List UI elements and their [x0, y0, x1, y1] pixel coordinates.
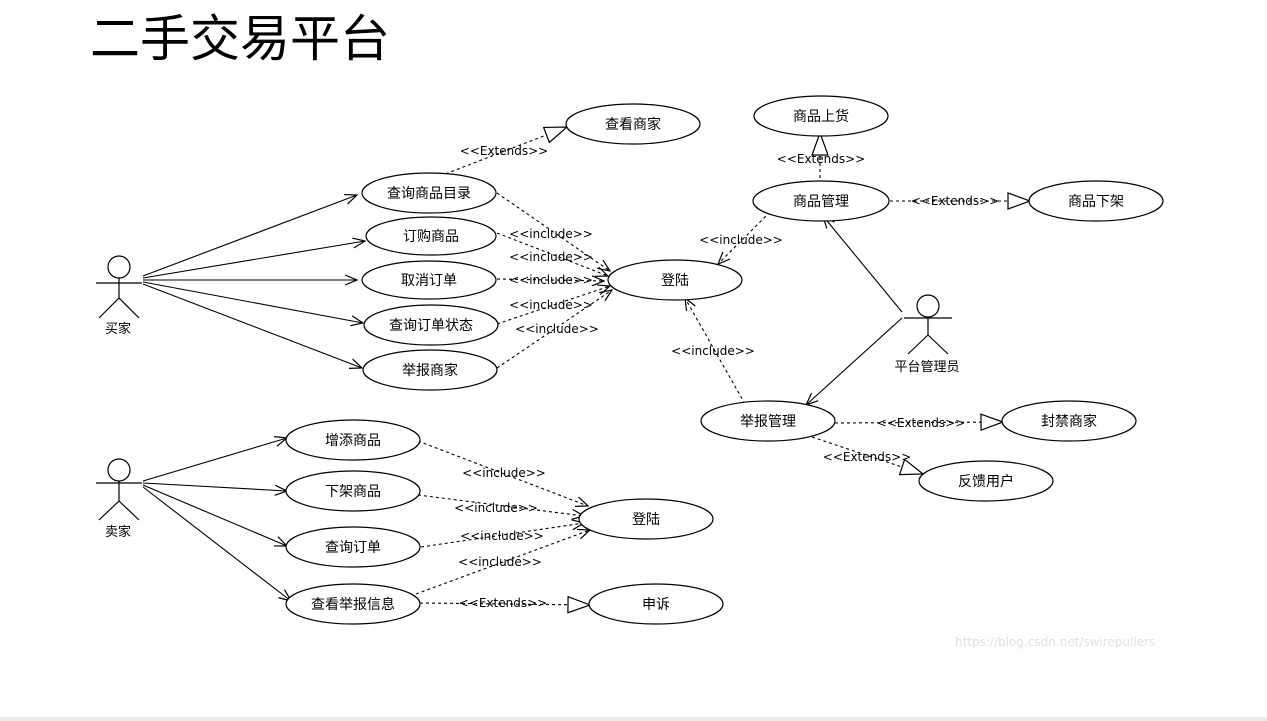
use-case-product-management-label: 商品管理 [793, 194, 849, 210]
use-case-cancel-order-label: 取消订单 [401, 273, 457, 289]
use-case-query-catalog-label: 查询商品目录 [387, 186, 471, 202]
include-label-order-status: <<include>> [509, 298, 593, 312]
use-case-product-delist [1028, 180, 1164, 222]
use-case-remove-goods [285, 470, 421, 512]
use-case-appeal [588, 583, 724, 625]
dependencies [415, 127, 1030, 605]
extends-label-ban-merchant: <<Extends>> [877, 416, 965, 430]
include-label-cancel-order: <<include>> [509, 273, 593, 287]
use-case-feedback-user-label: 反馈用户 [958, 473, 1014, 490]
actor-seller [96, 458, 142, 521]
use-case-labels: 查看商家 查询商品目录 订购商品 取消订单 查询订单状态 举报商家 登陆 商品上… [311, 108, 1124, 613]
use-case-add-goods [285, 419, 421, 461]
use-case-login-seller-label: 登陆 [632, 512, 660, 528]
use-case-report-merchant-label: 举报商家 [402, 362, 458, 379]
use-case-feedback-user [918, 460, 1054, 502]
extends-label-product-delist: <<Extends>> [911, 194, 999, 208]
page-title: 二手交易平台 [90, 10, 390, 68]
include-label-catalog: <<include>> [509, 227, 593, 241]
use-case-query-order-label: 查询订单 [325, 540, 381, 556]
use-case-view-merchant [565, 103, 701, 145]
include-label-remove-goods: <<include>> [454, 501, 538, 515]
use-case-report-merchant [362, 349, 498, 391]
use-case-report-management-label: 举报管理 [740, 414, 796, 430]
use-case-query-order [285, 526, 421, 568]
use-case-login-main-label: 登陆 [661, 273, 689, 289]
use-case-remove-goods-label: 下架商品 [325, 484, 381, 500]
use-case-query-catalog [361, 172, 497, 214]
use-case-query-order-status-label: 查询订单状态 [389, 318, 473, 334]
use-case-cancel-order [361, 260, 497, 300]
watermark: https://blog.csdn.net/swirepullers [955, 635, 1156, 649]
include-label-query-order: <<include>> [460, 529, 544, 543]
use-case-appeal-label: 申诉 [642, 597, 670, 613]
use-case-product-listing [753, 95, 889, 137]
actor-buyer [96, 255, 142, 319]
actor-admin [904, 294, 952, 355]
include-label-report-merchant: <<include>> [515, 322, 599, 336]
relation-labels: <<Extends>> <<Extends>> <<Extends>> <<Ex… [454, 144, 999, 610]
use-case-ban-merchant-label: 封禁商家 [1041, 413, 1097, 430]
use-cases [285, 95, 1164, 625]
associations [142, 195, 903, 601]
include-label-view-report-info: <<include>> [458, 555, 542, 569]
extends-label-view-merchant: <<Extends>> [460, 144, 548, 158]
use-case-ban-merchant [1001, 400, 1137, 442]
use-case-query-order-status [363, 304, 499, 346]
use-case-add-goods-label: 增添商品 [325, 433, 381, 449]
use-case-view-report-info-label: 查看举报信息 [311, 596, 395, 613]
actor-admin-label: 平台管理员 [894, 360, 959, 375]
include-label-report-management: <<include>> [671, 344, 755, 358]
use-case-order-goods-label: 订购商品 [403, 229, 459, 245]
use-case-login-main [607, 259, 743, 301]
include-label-product-management: <<include>> [699, 233, 783, 247]
actor-buyer-label: 买家 [105, 321, 131, 337]
include-label-order-goods: <<include>> [509, 250, 593, 264]
use-case-report-management [700, 400, 836, 442]
extends-label-feedback-user: <<Extends>> [823, 450, 911, 464]
use-case-view-report-info [285, 583, 421, 625]
use-case-login-seller [578, 498, 714, 540]
use-case-product-listing-label: 商品上货 [793, 108, 849, 125]
use-case-product-delist-label: 商品下架 [1068, 194, 1124, 210]
extends-label-product-listing: <<Extends>> [777, 152, 865, 166]
use-case-product-management [752, 180, 890, 222]
use-case-order-goods [365, 216, 497, 256]
use-case-view-merchant-label: 查看商家 [605, 116, 661, 133]
actor-seller-label: 卖家 [105, 524, 131, 540]
include-label-add-goods: <<include>> [462, 466, 546, 480]
extends-label-appeal: <<Extends>> [459, 596, 547, 610]
